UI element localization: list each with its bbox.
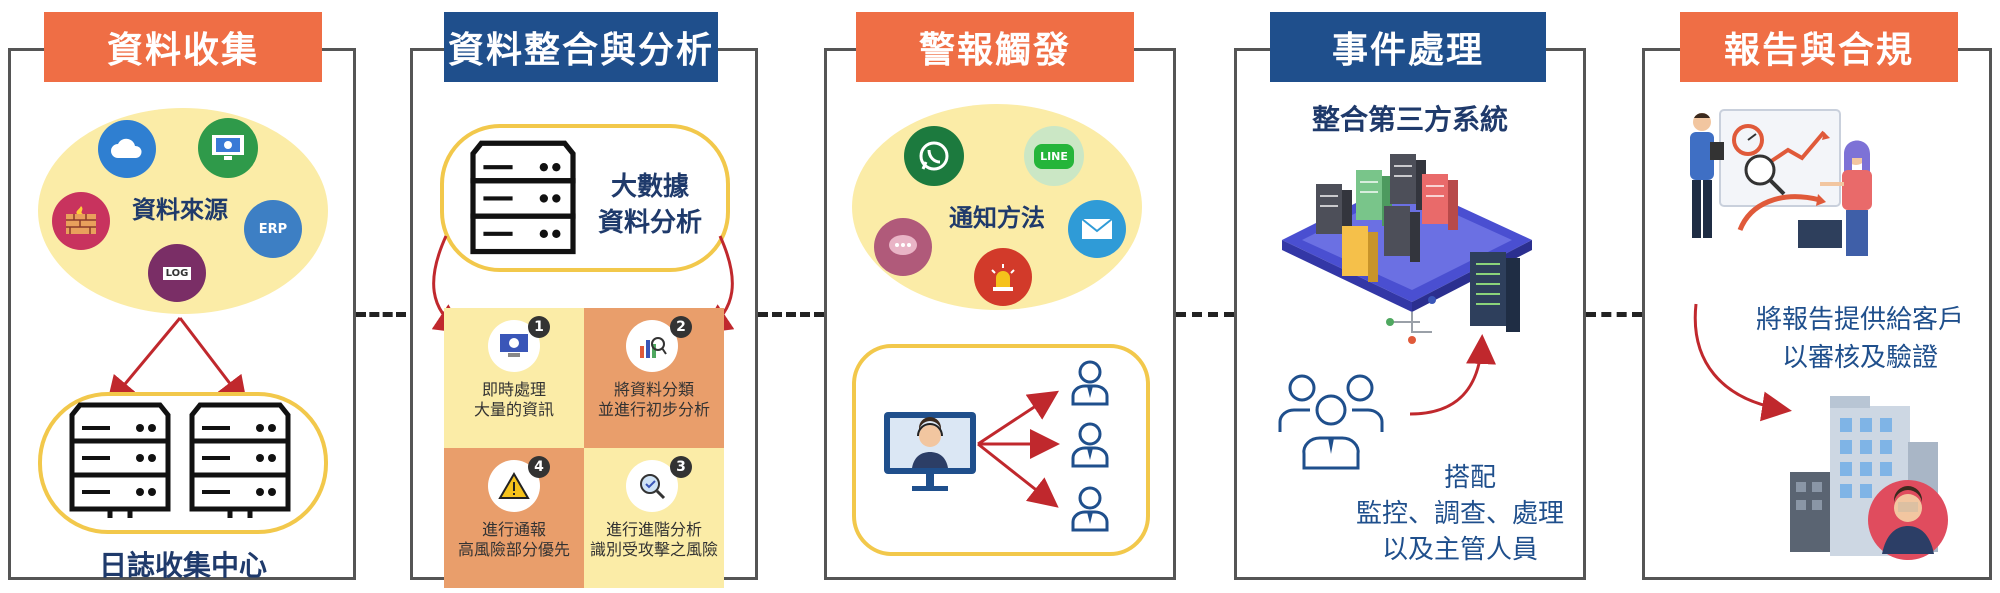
connector-4-5 bbox=[1586, 312, 1642, 317]
step-3-badge: 3 bbox=[670, 456, 692, 478]
stage-panel-incident bbox=[1234, 48, 1586, 580]
notify-arrows bbox=[977, 390, 1060, 508]
connector-3-4 bbox=[1176, 312, 1234, 317]
line-app-icon: LINE bbox=[1024, 126, 1084, 186]
third-party-integration-label: 整合第三方系統 bbox=[1311, 103, 1508, 136]
team-icon bbox=[1278, 374, 1384, 470]
step-2-badge: 2 bbox=[670, 316, 692, 338]
alarm-siren-icon bbox=[974, 248, 1032, 306]
person-icon bbox=[1071, 422, 1109, 468]
stage-title-incident: 事件處理 bbox=[1270, 12, 1546, 82]
report-line1: 將報告提供給客戶 bbox=[1755, 305, 1964, 335]
support-agent-monitor-icon bbox=[884, 412, 976, 491]
firewall-icon bbox=[52, 192, 110, 250]
monitor-settings-icon bbox=[198, 118, 258, 178]
data-source-label: 資料來源 bbox=[132, 196, 228, 224]
stage-title-collection: 資料收集 bbox=[44, 12, 322, 82]
step-1-badge: 1 bbox=[528, 316, 550, 338]
log-tag: LOG bbox=[162, 266, 192, 280]
person-icon bbox=[1071, 360, 1109, 406]
server-rack-icon bbox=[189, 402, 291, 518]
staff-line2: 監控、調查、處理 bbox=[1355, 499, 1564, 529]
step-3-line2: 識別受攻擊之風險 bbox=[589, 540, 718, 559]
step-3-line1: 進行進階分析 bbox=[605, 520, 702, 539]
client-building-icon bbox=[1790, 396, 1948, 560]
stage-title-alert: 警報觸發 bbox=[856, 12, 1134, 82]
data-classify-icon bbox=[626, 320, 678, 372]
log-center-box bbox=[38, 392, 328, 534]
step-2-line1: 將資料分類 bbox=[613, 380, 694, 399]
step-4-line1: 進行通報 bbox=[481, 520, 546, 539]
step-2-line2: 並進行初步分析 bbox=[597, 400, 710, 419]
step-1-line1: 即時處理 bbox=[481, 380, 546, 399]
notify-method-label: 通知方法 bbox=[949, 204, 1045, 232]
business-report-illustration bbox=[1690, 109, 1872, 256]
log-file-icon: LOG bbox=[148, 244, 206, 302]
incident-arrow bbox=[1409, 334, 1497, 416]
bigdata-label-line1: 大數據 bbox=[610, 172, 689, 202]
step-1-line2: 大量的資訊 bbox=[473, 400, 554, 419]
stage-title-report: 報告與合規 bbox=[1680, 12, 1958, 82]
line-tag: LINE bbox=[1034, 143, 1074, 169]
log-center-label: 日誌收集中心 bbox=[98, 549, 267, 582]
server-rack-icon bbox=[69, 402, 171, 518]
step-4-line2: 高風險部分優先 bbox=[457, 540, 570, 559]
person-icon bbox=[1071, 486, 1109, 532]
staff-line1: 搭配 bbox=[1443, 463, 1496, 493]
report-line2: 以審核及驗證 bbox=[1781, 343, 1938, 373]
step-4-badge: 4 bbox=[528, 456, 550, 478]
email-icon bbox=[1068, 200, 1126, 258]
erp-gear-icon: ERP bbox=[244, 200, 302, 258]
cloud-icon bbox=[98, 120, 156, 178]
threat-inspect-icon bbox=[626, 460, 678, 512]
whatsapp-icon bbox=[904, 126, 964, 186]
stage-title-analysis: 資料整合與分析 bbox=[444, 12, 718, 82]
bigdata-label-line2: 資料分析 bbox=[597, 208, 702, 238]
erp-tag: ERP bbox=[258, 221, 288, 237]
connector-2-3 bbox=[758, 312, 824, 317]
collection-arrows bbox=[106, 317, 248, 407]
report-arrow bbox=[1693, 303, 1792, 422]
data-center-icon bbox=[1282, 154, 1532, 344]
server-rack-icon bbox=[470, 140, 576, 255]
connector-1-2 bbox=[356, 312, 406, 317]
chat-bubble-icon bbox=[874, 218, 932, 276]
staff-line3: 以及主管人員 bbox=[1381, 535, 1538, 565]
